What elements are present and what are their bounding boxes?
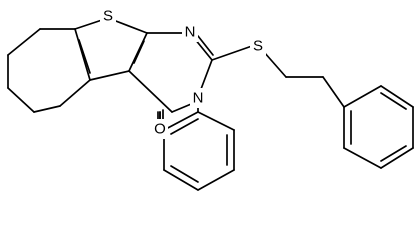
- bond: [33, 105, 61, 113]
- bond: [263, 51, 287, 78]
- bond: [78, 39, 91, 74]
- cycloheptane-ring: [7, 28, 91, 113]
- phenyl-ring-bottom: [163, 96, 235, 191]
- oxygen-atom-carbonyl: O: [154, 121, 166, 138]
- bond: [128, 32, 148, 72]
- bond: [170, 165, 199, 183]
- bond: [89, 70, 130, 81]
- bond: [7, 87, 35, 113]
- bond: [343, 147, 382, 169]
- bond: [128, 70, 173, 113]
- phenyl-ring-right: [343, 85, 414, 169]
- phenethylthio-chain: [211, 45, 345, 108]
- bond: [197, 35, 214, 56]
- bond: [7, 28, 41, 56]
- bond: [59, 79, 91, 107]
- bond: [133, 40, 145, 64]
- sulfur-atom-thioether: S: [253, 38, 263, 55]
- thiophene-ring: [74, 17, 148, 81]
- bond: [163, 169, 199, 191]
- bond: [380, 92, 407, 110]
- bond: [74, 28, 91, 81]
- bond: [211, 45, 253, 61]
- bond: [380, 145, 407, 162]
- bond: [163, 111, 199, 131]
- bond: [170, 118, 199, 135]
- bond: [197, 169, 235, 191]
- molecule-structure: S N S N O: [7, 6, 414, 191]
- nitrogen-atom-amide: N: [193, 90, 204, 107]
- bond: [380, 85, 414, 108]
- bond: [197, 111, 235, 131]
- bond: [322, 76, 345, 108]
- bond: [380, 147, 414, 169]
- sulfur-atom-thiophene: S: [103, 8, 113, 25]
- nitrogen-atom-pyrimidine: N: [185, 24, 196, 41]
- bond: [343, 85, 382, 108]
- atom-labels: S N S N O: [100, 6, 266, 139]
